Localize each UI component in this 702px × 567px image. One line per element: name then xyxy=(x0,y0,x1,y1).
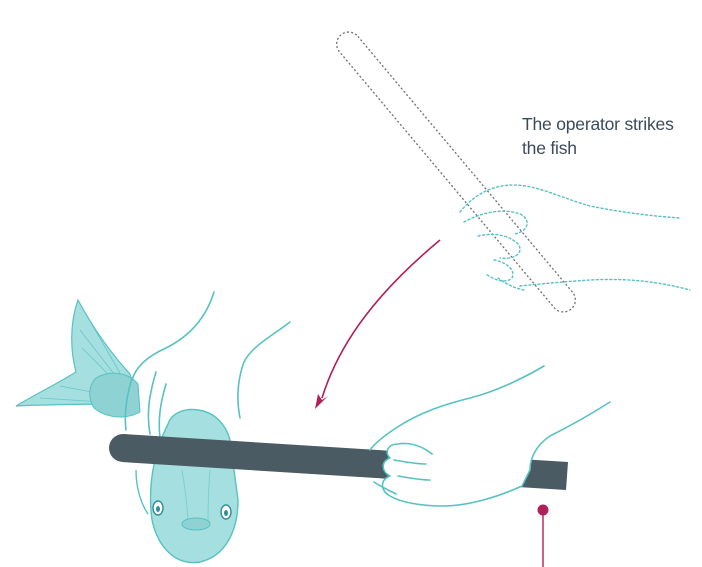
right-hand xyxy=(370,366,610,506)
fish-tail xyxy=(16,300,140,417)
club-raised-ghost xyxy=(332,27,581,317)
curved-arrow-icon xyxy=(315,240,440,409)
fish-head xyxy=(136,410,238,563)
pin-marker-icon xyxy=(538,505,549,567)
